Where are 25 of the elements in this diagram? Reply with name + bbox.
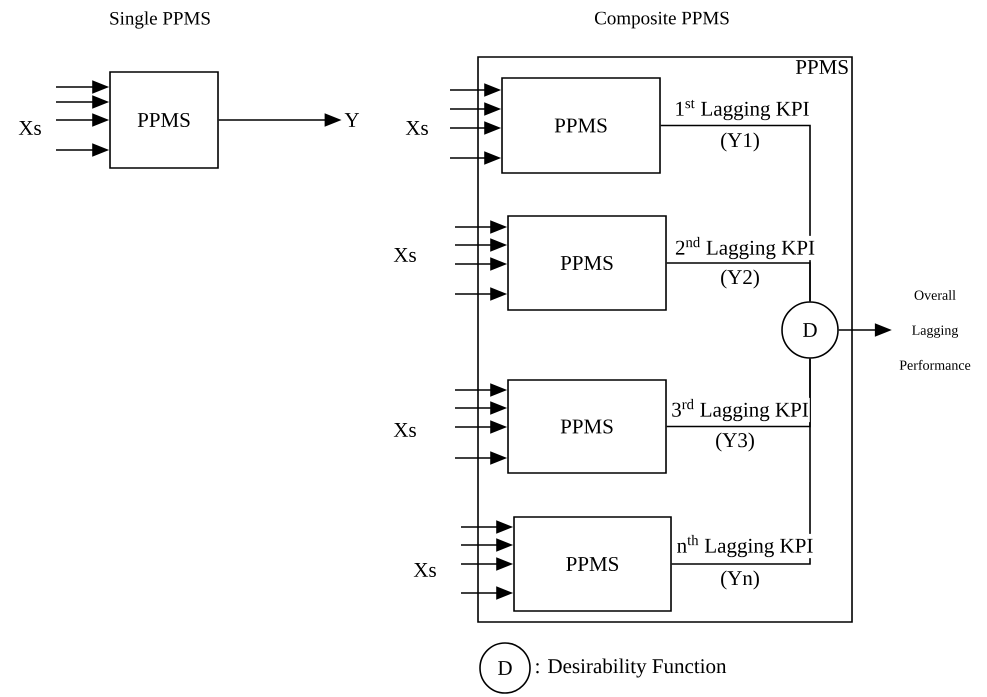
label-text: Xs: [394, 423, 416, 437]
edge-label: 2$^{nd}$ Lagging KPI: [674, 236, 816, 260]
process-box: PPMS: [513, 516, 672, 612]
output-text: Overall Lagging Performance: [900, 290, 970, 370]
legend-text: : Desirability Function: [536, 658, 726, 678]
output-text: Y: [344, 113, 360, 127]
edge-label: 1$^{st}$ Lagging KPI: [673, 98, 811, 122]
edge-label: n$^{th}$ Lagging KPI: [676, 534, 814, 558]
process-box: PPMS: [501, 77, 661, 174]
process-box: PPMS: [507, 379, 667, 474]
label-text: (Y2): [721, 269, 759, 289]
connector-line: [672, 358, 811, 565]
edge-label: 3$^{rd}$ Lagging KPI: [670, 398, 810, 422]
process-box: PPMS: [109, 71, 219, 169]
label-text: Single PPMS: [110, 11, 210, 29]
label-text: (Y3): [716, 432, 754, 452]
process-box: PPMS: [507, 215, 667, 311]
label-text: (Yn): [721, 570, 759, 590]
label-text: Xs: [406, 121, 428, 135]
label-text: Composite PPMS: [594, 12, 729, 28]
label-text: Xs: [414, 563, 436, 577]
label-text: Xs: [18, 121, 41, 135]
label-text: Xs: [394, 248, 416, 262]
connector-line: [666, 262, 811, 302]
label-text: (Y1): [721, 132, 759, 152]
